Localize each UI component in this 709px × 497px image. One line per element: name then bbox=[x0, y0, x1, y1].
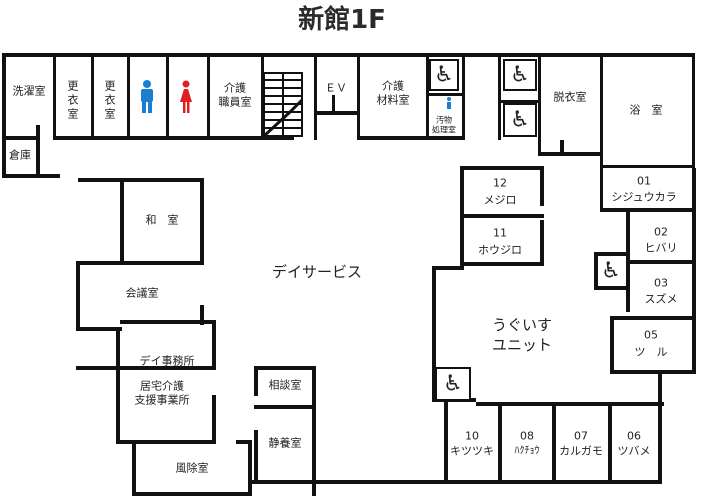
area-unit-line1: うぐいす bbox=[492, 316, 552, 334]
room-ev: ＥＶ bbox=[325, 82, 347, 95]
room-dirty-line1: 汚物 bbox=[436, 115, 452, 125]
room-03-number: 03 bbox=[654, 277, 668, 290]
room-care-material-line2: 材料室 bbox=[377, 93, 410, 107]
svg-text:♿: ♿ bbox=[510, 108, 530, 133]
room-windbreak: 風除室 bbox=[176, 461, 209, 475]
room-home-care-line2: 支援事業所 bbox=[135, 393, 190, 407]
walls bbox=[2, 53, 696, 496]
room-changing-2-line2: 衣 bbox=[105, 93, 116, 107]
svg-text:♿: ♿ bbox=[510, 63, 530, 88]
room-laundry: 洗濯室 bbox=[13, 84, 46, 98]
wheelchair-icon: ♿ bbox=[435, 367, 471, 401]
room-01-number: 01 bbox=[637, 175, 651, 188]
room-consult: 相談室 bbox=[269, 378, 302, 392]
room-changing-1-line2: 衣 bbox=[68, 93, 79, 107]
stairs-icon bbox=[262, 72, 304, 138]
room-undress: 脱衣室 bbox=[554, 90, 587, 104]
area-day-service: デイサービス bbox=[272, 263, 362, 281]
room-07-name: カルガモ bbox=[559, 445, 603, 458]
room-05-number: 05 bbox=[644, 329, 658, 342]
room-08-name: ﾊｸﾁｮｳ bbox=[515, 445, 540, 457]
room-rest: 静養室 bbox=[269, 436, 302, 450]
room-storage: 倉庫 bbox=[9, 148, 31, 162]
room-dirty-line2: 処理室 bbox=[432, 125, 456, 135]
room-day-office: デイ事務所 bbox=[140, 354, 195, 368]
svg-text:♿: ♿ bbox=[443, 372, 463, 397]
room-11-number: 11 bbox=[493, 227, 507, 240]
room-06-number: 06 bbox=[627, 430, 641, 443]
wheelchair-icon: ♿ bbox=[503, 103, 537, 137]
room-care-material-line1: 介護 bbox=[382, 79, 404, 93]
room-10-number: 10 bbox=[465, 430, 479, 443]
room-japanese: 和 室 bbox=[146, 213, 179, 227]
room-12-number: 12 bbox=[493, 177, 507, 190]
room-11-name: ホウジロ bbox=[478, 244, 522, 257]
male-toilet-icon bbox=[141, 80, 153, 113]
room-05-name: ツ ル bbox=[635, 346, 668, 359]
wheelchair-icon: ♿ bbox=[503, 59, 537, 91]
room-08-number: 08 bbox=[520, 430, 534, 443]
room-changing-1-line1: 更 bbox=[68, 80, 79, 93]
room-meeting: 会議室 bbox=[126, 286, 159, 300]
room-home-care-line1: 居宅介護 bbox=[140, 379, 184, 393]
svg-text:♿: ♿ bbox=[434, 63, 454, 88]
svg-text:♿: ♿ bbox=[601, 259, 621, 284]
floor-title: 新館1F bbox=[298, 4, 386, 35]
wheelchair-icon: ♿ bbox=[429, 59, 459, 91]
room-12-name: メジロ bbox=[484, 194, 517, 207]
room-06-name: ツバメ bbox=[618, 445, 651, 458]
room-02-number: 02 bbox=[654, 226, 668, 239]
room-03-name: スズメ bbox=[645, 292, 678, 306]
area-unit-line2: ユニット bbox=[492, 336, 552, 354]
room-care-staff-line1: 介護 bbox=[224, 81, 246, 95]
room-bath: 浴 室 bbox=[630, 103, 663, 117]
small-toilet-icon bbox=[447, 97, 451, 109]
room-07-number: 07 bbox=[574, 430, 588, 443]
room-changing-1-line3: 室 bbox=[68, 107, 79, 121]
wheelchair-icon: ♿ bbox=[601, 259, 621, 284]
room-changing-2-line1: 更 bbox=[105, 80, 116, 93]
female-toilet-icon bbox=[180, 80, 192, 113]
room-10-name: キツツキ bbox=[450, 445, 494, 458]
room-02-name: ヒバリ bbox=[645, 242, 678, 255]
room-care-staff-line2: 職員室 bbox=[219, 95, 252, 109]
room-01-name: シジュウカラ bbox=[611, 191, 676, 204]
room-changing-2-line3: 室 bbox=[105, 107, 116, 121]
